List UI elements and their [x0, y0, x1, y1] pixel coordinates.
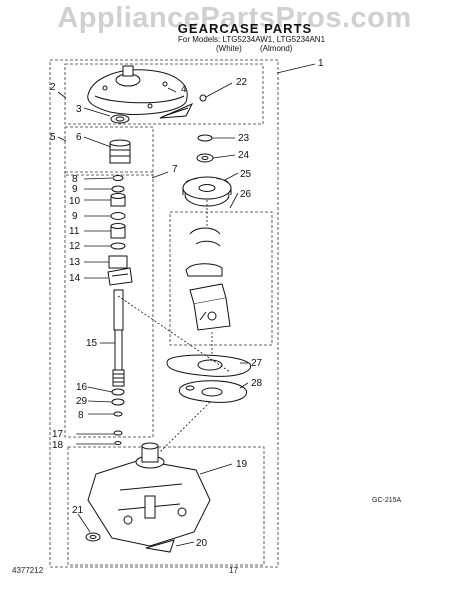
- gearcase-cover: [87, 65, 194, 119]
- callout-25: 25: [240, 169, 252, 180]
- callout-11: 11: [69, 226, 80, 237]
- washer-23: [197, 134, 213, 142]
- callout-5: 5: [50, 132, 56, 143]
- callout-19: 19: [236, 459, 248, 470]
- diagram-title: GEARCASE PARTS: [177, 21, 313, 36]
- bearing-3: [110, 114, 130, 124]
- callout-4: 4: [181, 84, 187, 95]
- callout-27: 27: [251, 358, 263, 369]
- variant-white: (White): [216, 44, 242, 53]
- agitator-shaft-15: [112, 289, 125, 387]
- shaft-washers-16-29-8: [111, 388, 125, 417]
- document-number: 4377212: [12, 566, 44, 575]
- callout-16: 16: [76, 382, 88, 393]
- callout-20: 20: [196, 538, 208, 549]
- pulley-6: [109, 139, 131, 164]
- washers-17-18: [113, 430, 123, 445]
- callout-17: 17: [52, 429, 64, 440]
- callout-9b: 9: [72, 211, 78, 222]
- brake-plate-27: [166, 354, 251, 377]
- bolt-21: [85, 532, 101, 542]
- callout-8b: 8: [78, 410, 84, 421]
- outline-group-2: [64, 63, 264, 125]
- brake-28: [178, 380, 248, 403]
- watermark: AppliancePartsPros.com: [57, 2, 412, 34]
- callout-6: 6: [76, 132, 82, 143]
- callout-28: 28: [251, 378, 263, 389]
- page-number: 17: [229, 566, 238, 575]
- gearcase-base-19: [87, 442, 211, 553]
- callout-23: 23: [238, 133, 250, 144]
- callout-21: 21: [72, 505, 84, 516]
- outline-group-5: [64, 126, 154, 176]
- callout-26: 26: [240, 189, 252, 200]
- callout-22: 22: [236, 77, 248, 88]
- callout-3: 3: [76, 104, 82, 115]
- figure-code: GC-215A: [372, 497, 402, 504]
- callout-13: 13: [69, 257, 81, 268]
- group-outlines: [49, 59, 279, 568]
- outline-group-19: [67, 446, 265, 566]
- callout-2: 2: [50, 82, 56, 93]
- callout-10: 10: [69, 196, 81, 207]
- callout-12: 12: [69, 241, 81, 252]
- seal-22: [199, 94, 207, 102]
- callout-18: 18: [52, 440, 64, 451]
- outline-group-7: [64, 171, 154, 438]
- callout-8a: 8: [72, 174, 78, 185]
- callout-9a: 9: [72, 184, 78, 195]
- variant-almond: (Almond): [260, 44, 293, 53]
- callout-7: 7: [172, 164, 178, 175]
- callout-labels: 1 2 3 4 22 5 6 7 8 9 10 9 11 12 13 14 15…: [50, 58, 324, 549]
- shifter-assembly-26: [185, 227, 231, 331]
- model-numbers: For Models: LTG5234AW1, LTG5234AN1: [178, 35, 326, 44]
- callout-1: 1: [318, 58, 324, 69]
- callout-29: 29: [76, 396, 88, 407]
- washer-24: [196, 153, 214, 163]
- outline-group-26: [169, 211, 273, 346]
- outline-assembly-1: [49, 59, 279, 568]
- callout-15: 15: [86, 338, 98, 349]
- callout-24: 24: [238, 150, 250, 161]
- leader-lines: [57, 63, 316, 547]
- shaft-stack-parts: [107, 175, 133, 286]
- callout-14: 14: [69, 273, 81, 284]
- main-gear-25: [182, 176, 232, 207]
